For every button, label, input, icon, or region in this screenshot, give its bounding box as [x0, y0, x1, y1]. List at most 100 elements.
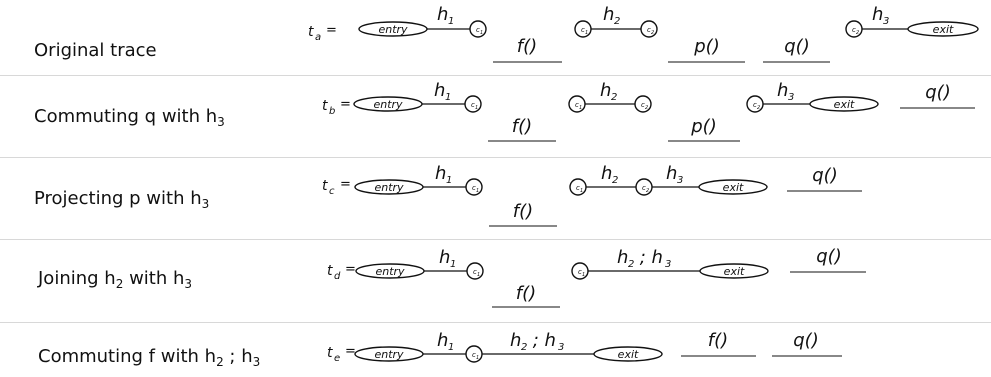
call-p: p()	[693, 36, 719, 57]
node-c1-sub: 1	[476, 188, 479, 194]
trace-b: t b = entry h 1 c 1 f() c 1 h 2 c 2 p() …	[322, 80, 975, 142]
call-q: q()	[812, 165, 837, 186]
node-c2-label: c	[852, 26, 856, 34]
edge-h1-sub: 1	[446, 175, 452, 186]
node-c1-label: c	[476, 26, 480, 34]
node-c2	[634, 95, 652, 113]
node-c1-sub: 1	[579, 105, 582, 111]
call-q: q()	[784, 36, 809, 57]
edge-h3-label: h	[666, 163, 677, 184]
trace-d: t d = entry h 1 c 1 f() c 1 h 2 ; h 3 ex…	[327, 246, 866, 308]
row-label-commuting-q: Commuting q with h3	[34, 106, 225, 129]
node-c2-sub: 2	[856, 30, 859, 36]
edge-joined-sub-a: 2	[521, 342, 527, 353]
node-c1	[464, 95, 482, 113]
node-c1-label: c	[578, 268, 582, 276]
call-q: q()	[925, 82, 950, 103]
edge-h2-sub: 2	[614, 16, 620, 27]
trace-e: t e = entry h 1 c 1 h 2 ; h 3 exit f() q…	[327, 330, 842, 364]
edge-h1-sub: 1	[445, 92, 451, 103]
node-c1-sub: 1	[476, 355, 479, 361]
call-f: f()	[517, 36, 537, 57]
equals-sign: =	[326, 23, 337, 38]
entry-node-label: entry	[375, 265, 405, 278]
node-c2-label: c	[642, 184, 646, 192]
node-c1-label: c	[575, 101, 579, 109]
trace-var: t	[308, 24, 314, 40]
edge-h2-label: h	[603, 4, 614, 25]
trace-var: t	[327, 263, 333, 279]
exit-node-label: exit	[723, 181, 744, 194]
edge-h2-label: h	[600, 80, 611, 101]
trace-c: t c = entry h 1 c 1 f() c 1 h 2 c 2 h 3 …	[322, 163, 862, 227]
row-separator	[0, 157, 991, 158]
edge-h3-sub: 3	[788, 92, 794, 103]
edge-joined-sub-b: 3	[665, 259, 671, 270]
edge-joined-label: h 2 ; h 3	[617, 247, 671, 270]
edge-h2-sub: 2	[611, 92, 617, 103]
node-c2-label: c	[753, 101, 757, 109]
edge-joined-h: h	[510, 330, 521, 351]
node-c1	[465, 178, 483, 196]
edge-h1-label: h	[437, 330, 448, 351]
node-c1-label: c	[471, 101, 475, 109]
edge-h1-label: h	[434, 80, 445, 101]
edge-joined-h: h	[617, 247, 628, 268]
exit-node-label: exit	[933, 23, 954, 36]
edge-h3-label: h	[872, 4, 883, 25]
call-p: p()	[690, 116, 716, 137]
exit-node	[698, 179, 768, 195]
node-c1-label: c	[473, 268, 477, 276]
edge-h1-label: h	[437, 4, 448, 25]
call-q: q()	[793, 330, 818, 351]
equals-sign: =	[340, 177, 351, 192]
row-label-joining-h2: Joining h2 with h3	[38, 268, 193, 291]
equals-sign: =	[340, 97, 351, 112]
row-separator	[0, 239, 991, 240]
entry-node-label: entry	[373, 98, 403, 111]
node-c2	[640, 20, 658, 38]
edge-joined-sub-a: 2	[628, 259, 634, 270]
node-c1-sub: 1	[580, 188, 583, 194]
node-c2-sub: 2	[651, 30, 654, 36]
node-c1-label: c	[472, 351, 476, 359]
node-c1-label: c	[472, 184, 476, 192]
trace-sub: c	[329, 186, 335, 197]
node-c1-sub: 1	[477, 272, 480, 278]
node-c2-sub: 2	[645, 105, 648, 111]
edge-h3-sub: 3	[883, 16, 889, 27]
exit-node	[907, 21, 979, 37]
edge-h2-sub: 2	[612, 175, 618, 186]
edge-h1-label: h	[439, 247, 450, 268]
node-c2-label: c	[647, 26, 651, 34]
node-c1	[469, 20, 487, 38]
trace-var: t	[322, 178, 328, 194]
edge-joined-mid: ; h	[527, 330, 556, 351]
row-label-projecting-p: Projecting p with h3	[34, 188, 210, 211]
edge-joined-sub-b: 3	[558, 342, 564, 353]
call-f: f()	[512, 116, 532, 137]
call-f: f()	[708, 330, 728, 351]
node-c1-sub: 1	[475, 105, 478, 111]
node-c1-label: c	[581, 26, 585, 34]
edge-h3-label: h	[777, 80, 788, 101]
entry-node-label: entry	[374, 181, 404, 194]
row-label-commuting-f: Commuting f with h2 ; h3	[38, 346, 261, 369]
entry-node-label: entry	[378, 23, 408, 36]
node-c1-label: c	[576, 184, 580, 192]
node-c1-sub: 1	[585, 30, 588, 36]
edge-h1-sub: 1	[448, 342, 454, 353]
row-separator	[0, 322, 991, 323]
call-q: q()	[816, 246, 841, 267]
edge-joined-label: h 2 ; h 3	[510, 330, 564, 353]
trace-var: t	[327, 345, 333, 361]
exit-node-label: exit	[618, 348, 639, 361]
equals-sign: =	[345, 344, 356, 359]
trace-sub: a	[315, 32, 321, 43]
trace-sub: d	[334, 271, 341, 282]
node-c2-label: c	[641, 101, 645, 109]
edge-h1-sub: 1	[448, 16, 454, 27]
call-f: f()	[513, 201, 533, 222]
edge-joined-mid: ; h	[634, 247, 663, 268]
trace-sub: e	[334, 353, 340, 364]
